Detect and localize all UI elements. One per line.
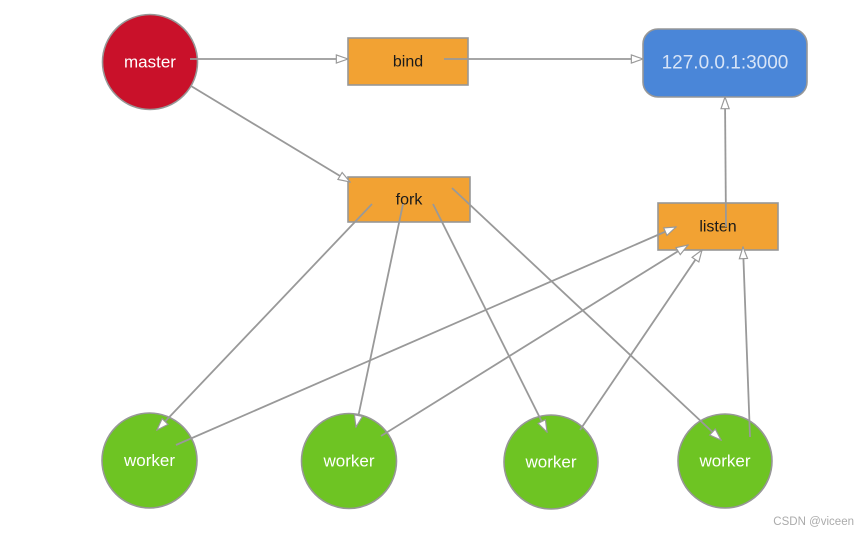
edge-fork-worker1 [157, 203, 373, 430]
worker3-circle [503, 414, 599, 510]
listen-label: listen [699, 219, 736, 236]
edge-worker2-listen [380, 245, 688, 437]
edge-fork-worker2 [356, 203, 404, 427]
master-circle [101, 13, 199, 111]
worker4-node: worker [677, 413, 773, 509]
bind-node: bind [347, 37, 469, 86]
worker4-label: worker [698, 452, 750, 471]
listen-node: listen [657, 202, 779, 251]
address-label: 127.0.0.1:3000 [662, 53, 789, 74]
worker1-circle [101, 412, 198, 509]
fork-node: fork [347, 176, 471, 223]
edge-master-fork [190, 85, 350, 182]
bind-label: bind [393, 54, 423, 71]
master-node: master [101, 13, 199, 111]
worker1-node: worker [101, 412, 198, 509]
worker4-circle [677, 413, 773, 509]
worker2-label: worker [322, 452, 374, 471]
watermark-text: CSDN @viceen [773, 516, 854, 528]
edge-worker4-listen [743, 247, 751, 438]
edge-fork-worker4 [451, 187, 721, 440]
edge-worker3-listen [579, 250, 702, 431]
worker3-label: worker [524, 453, 576, 472]
bind-box [347, 37, 469, 86]
edge-listen-address [725, 97, 726, 228]
worker1-label: worker [123, 451, 175, 470]
listen-box [657, 202, 779, 251]
worker2-circle [300, 412, 398, 510]
master-label: master [124, 53, 176, 72]
fork-box [347, 176, 471, 223]
fork-label: fork [396, 192, 424, 209]
worker3-node: worker [503, 414, 599, 510]
edges [157, 59, 751, 446]
edge-fork-worker3 [432, 203, 548, 432]
worker2-node: worker [300, 412, 398, 510]
edge-worker1-listen [175, 226, 676, 446]
address-node: 127.0.0.1:3000 [642, 28, 808, 98]
